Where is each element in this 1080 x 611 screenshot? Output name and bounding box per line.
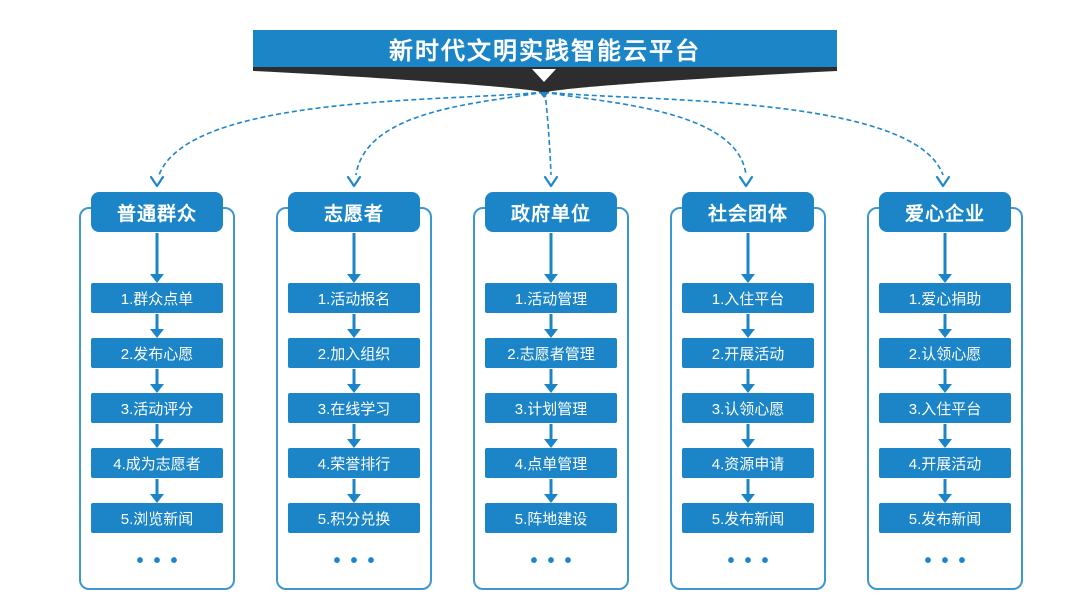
dashed-arrow-line bbox=[544, 91, 552, 176]
down-arrow-icon bbox=[740, 313, 756, 338]
flow-step: 4.资源申请 bbox=[682, 448, 814, 478]
flow-step: 2.加入组织 bbox=[288, 338, 420, 368]
flow-step: 4.荣誉排行 bbox=[288, 448, 420, 478]
flow-step: 5.阵地建设 bbox=[485, 503, 617, 533]
column-caring-enterprises: 爱心企业 1.爱心捐助 2.认领心愿 3.入住平台 4.开展活动 5.发布新闻 … bbox=[867, 192, 1023, 590]
down-arrow-icon bbox=[937, 478, 953, 503]
column-header: 志愿者 bbox=[288, 192, 420, 232]
flow-step: 2.发布心愿 bbox=[91, 338, 223, 368]
down-arrow-icon bbox=[937, 313, 953, 338]
down-arrow-icon bbox=[740, 478, 756, 503]
flow-step: 1.爱心捐助 bbox=[879, 283, 1011, 313]
flow-step: 5.浏览新闻 bbox=[91, 503, 223, 533]
down-arrow-icon bbox=[149, 368, 165, 393]
down-arrow-icon bbox=[346, 423, 362, 448]
ellipsis: ••• bbox=[924, 550, 976, 572]
dashed-arrow-line bbox=[158, 91, 545, 176]
down-arrow-icon bbox=[543, 368, 559, 393]
down-arrow-icon bbox=[740, 423, 756, 448]
arrowhead-icon bbox=[346, 175, 362, 188]
down-arrow-icon bbox=[346, 368, 362, 393]
ellipsis: ••• bbox=[333, 550, 385, 572]
flow-step: 5.发布新闻 bbox=[682, 503, 814, 533]
down-arrow-icon bbox=[346, 478, 362, 503]
down-arrow-icon bbox=[543, 313, 559, 338]
flow-step: 4.点单管理 bbox=[485, 448, 617, 478]
flow-step: 1.活动管理 bbox=[485, 283, 617, 313]
down-arrow-icon bbox=[149, 232, 165, 283]
arrowhead-icon bbox=[543, 175, 559, 188]
column-social-groups: 社会团体 1.入住平台 2.开展活动 3.认领心愿 4.资源申请 5.发布新闻 … bbox=[670, 192, 826, 590]
dashed-arrow-line bbox=[543, 91, 747, 176]
platform-banner: 新时代文明实践智能云平台 bbox=[253, 30, 837, 67]
ellipsis: ••• bbox=[530, 550, 582, 572]
flow-step: 3.认领心愿 bbox=[682, 393, 814, 423]
ellipsis: ••• bbox=[727, 550, 779, 572]
flow-step: 4.开展活动 bbox=[879, 448, 1011, 478]
down-arrow-icon bbox=[740, 232, 756, 283]
down-arrow-icon bbox=[937, 423, 953, 448]
column-volunteers: 志愿者 1.活动报名 2.加入组织 3.在线学习 4.荣誉排行 5.积分兑换 •… bbox=[276, 192, 432, 590]
down-arrow-icon bbox=[543, 423, 559, 448]
column-ordinary-public: 普通群众 1.群众点单 2.发布心愿 3.活动评分 4.成为志愿者 5.浏览新闻… bbox=[79, 192, 235, 590]
arrowhead-icon bbox=[149, 175, 165, 188]
role-columns: 普通群众 1.群众点单 2.发布心愿 3.活动评分 4.成为志愿者 5.浏览新闻… bbox=[79, 192, 1023, 590]
flow-step: 3.计划管理 bbox=[485, 393, 617, 423]
down-arrow-icon bbox=[149, 423, 165, 448]
flow-step: 1.群众点单 bbox=[91, 283, 223, 313]
flow-step: 3.活动评分 bbox=[91, 393, 223, 423]
down-arrow-icon bbox=[543, 232, 559, 283]
arrowhead-icon bbox=[738, 175, 754, 188]
column-header: 爱心企业 bbox=[879, 192, 1011, 232]
down-arrow-icon bbox=[149, 478, 165, 503]
flow-step: 1.入住平台 bbox=[682, 283, 814, 313]
down-arrow-icon bbox=[543, 478, 559, 503]
banner-ribbon-icon bbox=[253, 66, 837, 92]
flow-step: 3.入住平台 bbox=[879, 393, 1011, 423]
down-arrow-icon bbox=[937, 232, 953, 283]
down-arrow-icon bbox=[149, 313, 165, 338]
flow-step: 5.发布新闻 bbox=[879, 503, 1011, 533]
dashed-arrow-line bbox=[543, 91, 944, 176]
ellipsis: ••• bbox=[136, 550, 188, 572]
flow-step: 5.积分兑换 bbox=[288, 503, 420, 533]
down-arrow-icon bbox=[937, 368, 953, 393]
down-arrow-icon bbox=[346, 232, 362, 283]
flow-step: 4.成为志愿者 bbox=[91, 448, 223, 478]
column-header: 政府单位 bbox=[485, 192, 617, 232]
column-government-units: 政府单位 1.活动管理 2.志愿者管理 3.计划管理 4.点单管理 5.阵地建设… bbox=[473, 192, 629, 590]
down-arrow-icon bbox=[346, 313, 362, 338]
down-arrow-icon bbox=[740, 368, 756, 393]
dashed-arrow-line bbox=[355, 91, 545, 176]
flow-step: 2.认领心愿 bbox=[879, 338, 1011, 368]
flow-step: 3.在线学习 bbox=[288, 393, 420, 423]
flow-step: 2.开展活动 bbox=[682, 338, 814, 368]
flow-step: 1.活动报名 bbox=[288, 283, 420, 313]
column-header: 社会团体 bbox=[682, 192, 814, 232]
arrowhead-icon bbox=[935, 175, 951, 188]
column-header: 普通群众 bbox=[91, 192, 223, 232]
flow-step: 2.志愿者管理 bbox=[485, 338, 617, 368]
